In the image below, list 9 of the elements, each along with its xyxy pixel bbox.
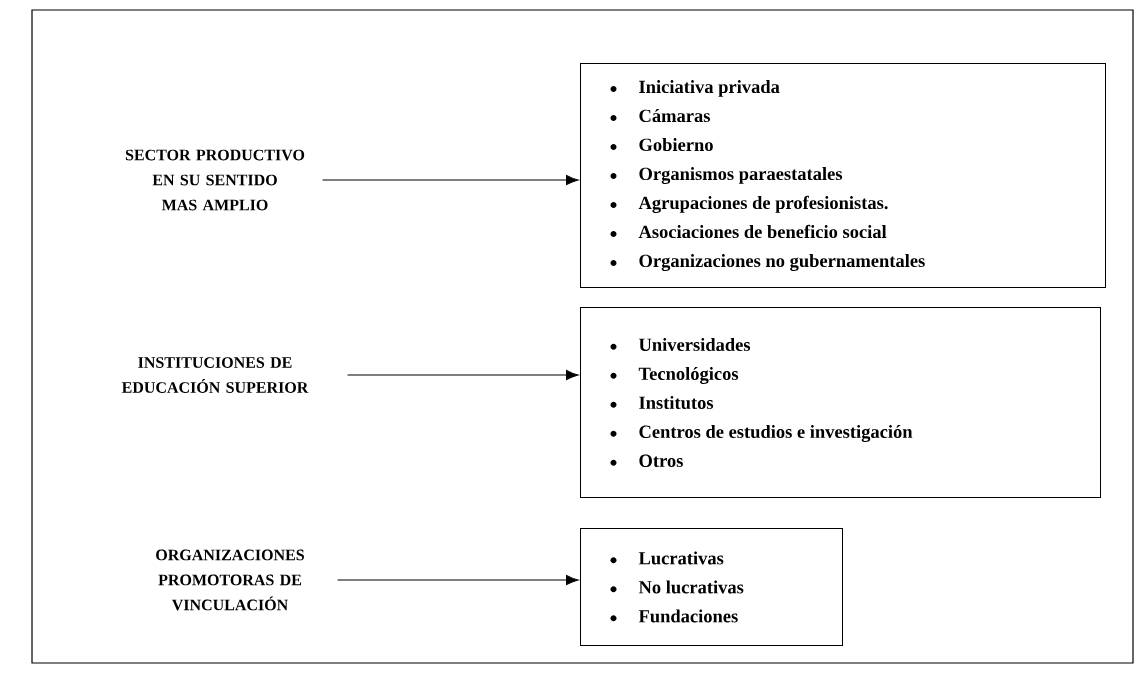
category-label: ORGANIZACIONES PROMOTORAS DE VINCULACIÓN [156,549,304,611]
category-label: SECTOR PRODUCTIVO EN SU SENTIDO MAS AMPLIO [125,149,305,211]
category-label: INSTITUCIONES DE EDUCACIÓN SUPERIOR [121,357,309,393]
arrow [337,574,579,586]
list-box: Universidades Tecnológicos Institutos Centros de estudios e investigación Otros [580,307,1101,498]
arrow [347,369,579,381]
arrow [322,174,579,186]
list-box: Iniciativa privada Cámaras Gobierno Organismos paraestatales Agrupaciones de profesionistas. Asociaciones de beneficio social Organizaciones no gubernamentales [580,63,1106,288]
list-box: Lucrativas No lucrativas Fundaciones [580,528,843,646]
